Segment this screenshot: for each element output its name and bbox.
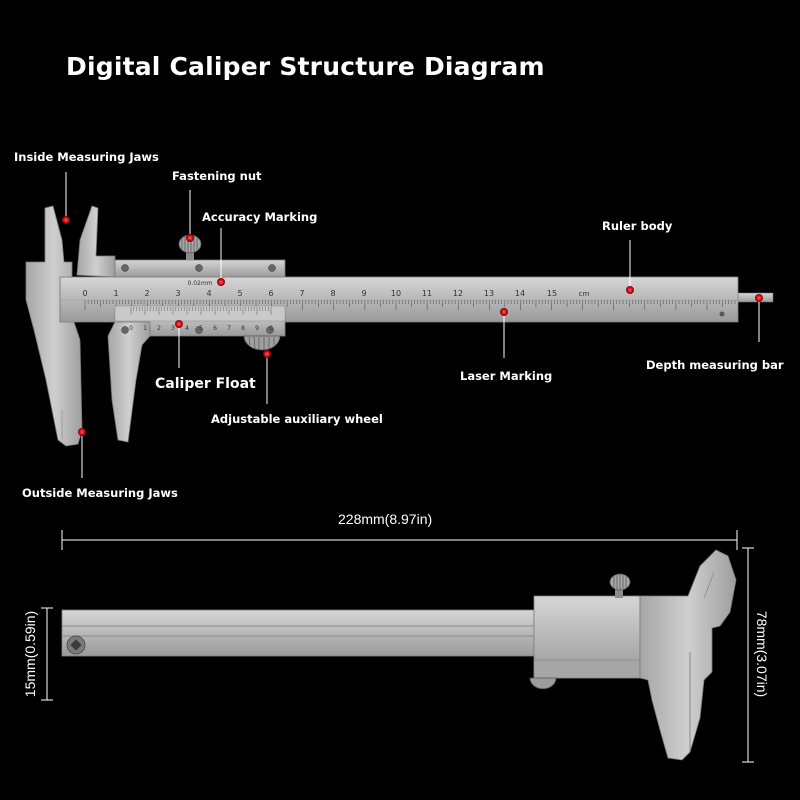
fixed-jaw [25, 205, 83, 447]
label-inside-measuring-jaws: Inside Measuring Jaws [14, 150, 159, 164]
marker-dot [755, 294, 763, 302]
scale-number: 9 [361, 289, 366, 298]
moving-inside-jaw [76, 205, 116, 278]
vernier-number: 0 [269, 325, 273, 332]
scale-number: 1 [113, 289, 118, 298]
label-laser-marking: Laser Marking [460, 369, 553, 383]
marker-dot [78, 428, 86, 436]
dimension-length: 228mm(8.97in) [338, 511, 433, 527]
dimension-lines [41, 530, 754, 763]
dimension-total-height: 78mm(3.07in) [754, 610, 770, 698]
main-scale-ticks [84, 300, 736, 310]
scale-number: 5 [237, 289, 242, 298]
vernier-number: 0 [129, 325, 133, 332]
top-caliper: 0 1 2 3 4 5 6 7 8 9 10 11 12 13 14 15 cm [25, 205, 774, 447]
marker-dot [175, 320, 183, 328]
scale-number: 12 [453, 289, 463, 298]
vernier-precision-text: 0.02mm [187, 280, 212, 287]
scale-number: 3 [175, 289, 180, 298]
end-screw [66, 635, 86, 655]
vernier-number: 5 [199, 325, 203, 332]
vernier-ticks [130, 307, 272, 315]
scale-number: 14 [515, 289, 525, 298]
bottom-caliper [41, 530, 754, 763]
scale-number: 15 [547, 289, 557, 298]
label-fastening-nut: Fastening nut [172, 169, 262, 183]
diagram-title: Digital Caliper Structure Diagram [66, 52, 545, 81]
scale-number: 11 [422, 289, 432, 298]
vernier-plate [114, 305, 286, 322]
label-caliper-float: Caliper Float [155, 376, 256, 392]
marker-dots [62, 216, 763, 436]
vernier-number: 3 [171, 325, 175, 332]
marker-dot [186, 234, 194, 242]
scale-number: 8 [330, 289, 335, 298]
side-fastening-nut [609, 573, 631, 598]
marker-dot [626, 286, 634, 294]
side-wheel [529, 677, 557, 690]
scale-number: 13 [484, 289, 494, 298]
scale-number: 6 [268, 289, 273, 298]
moving-outside-jaw [107, 321, 151, 443]
side-bar [61, 609, 535, 657]
scale-number: 7 [299, 289, 304, 298]
marker-dot [217, 278, 225, 286]
vernier-number: 9 [255, 325, 259, 332]
vernier-number: 7 [227, 325, 231, 332]
vernier-number: 8 [241, 325, 245, 332]
label-depth-measuring-bar: Depth measuring bar [646, 358, 784, 372]
scale-unit: cm [579, 290, 590, 298]
scale-number: 0 [82, 289, 87, 298]
side-head [639, 549, 737, 761]
leader-lines [65, 172, 760, 478]
label-outside-measuring-jaws: Outside Measuring Jaws [22, 486, 178, 500]
vernier-number: 1 [143, 325, 147, 332]
frame-screws [121, 264, 276, 334]
scale-number: 10 [391, 289, 401, 298]
scale-number: 4 [206, 289, 211, 298]
vernier-number: 2 [157, 325, 161, 332]
scale-number: 2 [144, 289, 149, 298]
label-adjustable-auxiliary-wheel: Adjustable auxiliary wheel [211, 412, 383, 426]
auxiliary-wheel [243, 335, 281, 351]
vernier-number: 6 [213, 325, 217, 332]
dimension-bar-height: 15mm(0.59in) [22, 610, 38, 698]
label-accuracy-marking: Accuracy Marking [202, 210, 318, 224]
marker-dot [500, 308, 508, 316]
vernier-number: 4 [185, 325, 189, 332]
marker-dot [263, 350, 271, 358]
marker-dot [62, 216, 70, 224]
depth-bar [734, 292, 774, 303]
label-ruler-body: Ruler body [602, 219, 673, 233]
